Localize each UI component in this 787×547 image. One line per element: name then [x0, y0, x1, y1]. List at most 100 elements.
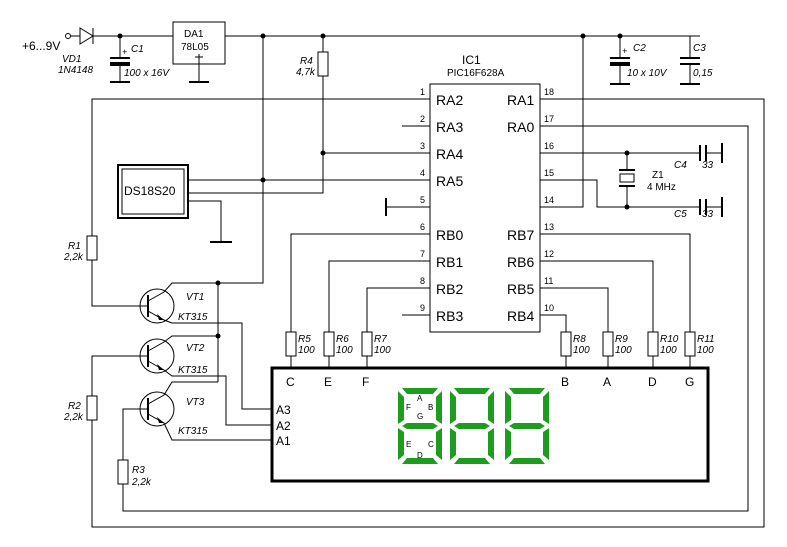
- svg-text:100: 100: [660, 345, 677, 356]
- r4-ref: R4: [300, 56, 313, 67]
- ic-pin-2: 2 RA3: [402, 114, 463, 135]
- ic1-pic16f628a: IC1 PIC16F628A: [429, 53, 541, 333]
- c5-value: 33: [702, 209, 714, 220]
- segment-letter-e: E: [406, 440, 411, 449]
- vt2-value: KT315: [178, 365, 208, 376]
- z1-value: 4 MHz: [647, 182, 676, 193]
- digit-3: [505, 388, 549, 464]
- sensor-ds18s20: DS18S20: [117, 164, 189, 219]
- svg-text:9: 9: [420, 303, 425, 313]
- r4-value: 4,7k: [296, 67, 316, 78]
- resistor-r9: R9 100: [602, 331, 632, 368]
- svg-text:RB7: RB7: [507, 227, 534, 243]
- svg-text:RB5: RB5: [507, 281, 534, 297]
- svg-text:+: +: [122, 47, 127, 57]
- svg-text:RA1: RA1: [507, 92, 534, 108]
- led-display: C E F B A D G A3 A2 A1: [270, 366, 710, 483]
- svg-text:100: 100: [374, 345, 391, 356]
- svg-text:6: 6: [420, 222, 425, 232]
- svg-text:1: 1: [420, 87, 425, 97]
- vd1-value: 1N4148: [58, 65, 93, 76]
- digit-1: [398, 388, 442, 464]
- c2-ref: C2: [633, 43, 646, 54]
- svg-text:5: 5: [420, 195, 425, 205]
- ic-pin-8: 8 RB2: [420, 276, 463, 297]
- capacitor-c1: + C1 100 x 16V: [110, 33, 170, 83]
- transistor-vt1: VT1 KT315: [139, 282, 272, 410]
- segment-letter-f: F: [406, 403, 411, 412]
- resistor-r4: R4 4,7k: [296, 36, 329, 153]
- vt1-ref: VT1: [186, 292, 204, 303]
- vd1-ref: VD1: [62, 54, 81, 65]
- svg-text:100: 100: [336, 345, 353, 356]
- r1-ref: R1: [68, 241, 81, 252]
- svg-text:18: 18: [544, 87, 554, 97]
- svg-text:R11: R11: [697, 334, 715, 345]
- vt1-value: KT315: [178, 312, 208, 323]
- display-pin-e: E: [324, 375, 332, 389]
- svg-text:RB2: RB2: [436, 281, 463, 297]
- ic-pin-5: 5: [385, 195, 430, 216]
- digit-2: [450, 388, 494, 464]
- resistor-r11: R11 100: [684, 331, 715, 368]
- c2-value: 10 x 10V: [627, 68, 668, 79]
- ic1-ref: IC1: [462, 53, 481, 67]
- capacitor-c4: C4 33: [674, 143, 723, 171]
- display-anode-a2: A2: [276, 419, 291, 433]
- c5-ref: C5: [674, 209, 687, 220]
- svg-text:RB3: RB3: [436, 308, 463, 324]
- ic-pin-13: 13 RB7: [507, 222, 554, 243]
- segment-letter-c: C: [428, 440, 434, 449]
- svg-text:16: 16: [544, 141, 554, 151]
- capacitor-c2: + C2 10 x 10V: [610, 36, 668, 85]
- ic-pin-16: 16: [544, 141, 554, 151]
- svg-text:7: 7: [420, 249, 425, 259]
- ic-pin-11: 11 RB5: [507, 276, 553, 297]
- display-pin-g: G: [685, 375, 694, 389]
- display-pin-a: A: [603, 375, 611, 389]
- vt3-ref: VT3: [186, 397, 205, 408]
- svg-text:10: 10: [544, 303, 554, 313]
- resistor-r8: R8 100: [560, 331, 590, 368]
- ic-pin-7: 7 RB1: [420, 249, 463, 270]
- svg-text:RA3: RA3: [436, 119, 463, 135]
- svg-text:+: +: [622, 46, 627, 56]
- vt3-value: KT315: [178, 426, 208, 437]
- r3-value: 2,2k: [131, 477, 152, 488]
- svg-text:RB0: RB0: [436, 227, 463, 243]
- c4-ref: C4: [674, 160, 687, 171]
- svg-text:2: 2: [420, 114, 425, 124]
- svg-text:8: 8: [420, 276, 425, 286]
- vt2-ref: VT2: [186, 343, 205, 354]
- display-pin-c: C: [286, 375, 295, 389]
- ic-pin-3: 3 RA4: [420, 141, 463, 162]
- svg-text:R6: R6: [336, 334, 349, 345]
- power-section: +6...9V VD1 1N4148 + C1 100 x 16V DA1: [22, 21, 713, 85]
- segment-letter-a: A: [417, 394, 423, 403]
- sensor-label: DS18S20: [124, 184, 176, 198]
- resistor-r5: R5 100: [285, 331, 315, 368]
- svg-text:R9: R9: [615, 334, 628, 345]
- ic-pin-14: 14: [544, 195, 554, 205]
- resistor-r1: R1 2,2k: [63, 235, 140, 307]
- c3-value: 0,15: [693, 68, 713, 79]
- svg-text:RA0: RA0: [507, 119, 534, 135]
- svg-text:4: 4: [420, 168, 425, 178]
- ic-pin-4: 4 RA5: [420, 168, 463, 189]
- svg-text:RA2: RA2: [436, 92, 463, 108]
- svg-text:100: 100: [298, 345, 315, 356]
- svg-text:R8: R8: [573, 334, 586, 345]
- resistor-r10: R10 100: [647, 331, 679, 368]
- svg-text:RB6: RB6: [507, 254, 534, 270]
- resistor-r2: R2 2,2k: [63, 355, 140, 424]
- display-pin-d: D: [648, 375, 657, 389]
- resistor-r3: R3 2,2k: [117, 408, 152, 488]
- r3-ref: R3: [132, 465, 145, 476]
- transistor-vt2: VT2 KT315: [139, 335, 272, 426]
- segment-resistors: R5 100 R6 100 R7 100 R8 100 R9 100: [285, 331, 715, 368]
- ic-pin-15: 15: [544, 168, 554, 178]
- ic1-left-pins: 1 RA2 2 RA3 3 RA4 4 RA5 5 6 RB0 7 RB1: [385, 87, 463, 324]
- svg-text:13: 13: [544, 222, 554, 232]
- ic-pin-18: 18 RA1: [507, 87, 554, 108]
